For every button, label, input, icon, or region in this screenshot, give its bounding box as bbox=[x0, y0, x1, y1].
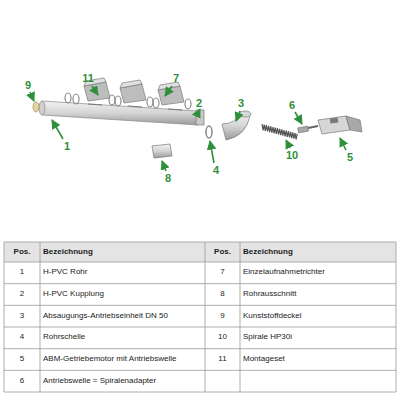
callout-number: 8 bbox=[165, 173, 171, 184]
cell-text: Pos. bbox=[14, 248, 31, 257]
table-cell: Spirale HP30i bbox=[240, 327, 396, 349]
cell-text: Antriebswelle = Spiralenadapter bbox=[43, 377, 156, 386]
table-cell: 4 bbox=[4, 327, 40, 349]
cell-text: Montageset bbox=[243, 355, 285, 364]
pipe-clamp bbox=[206, 126, 212, 138]
cell-text: 11 bbox=[218, 355, 226, 364]
cell-text: 3 bbox=[20, 312, 24, 321]
table-cell: 1 bbox=[4, 262, 40, 284]
coupling bbox=[196, 110, 204, 125]
table-header: Bezeichnung bbox=[40, 242, 205, 262]
drive-shaft bbox=[298, 126, 318, 133]
cell-text: 6 bbox=[20, 377, 24, 386]
cell-text: 4 bbox=[20, 333, 24, 342]
callout-number: 4 bbox=[213, 165, 219, 176]
callout-number: 7 bbox=[173, 73, 179, 84]
callout-number: 11 bbox=[82, 73, 94, 84]
cell-text: 9 bbox=[220, 312, 224, 321]
table-cell: H-PVC Rohr bbox=[40, 262, 205, 284]
table-cell: 5 bbox=[4, 349, 40, 371]
callout-number: 9 bbox=[25, 80, 31, 91]
gear-motor bbox=[318, 116, 362, 134]
table-cell: Antriebswelle = Spiralenadapter bbox=[40, 370, 205, 392]
cell-text: Bezeichnung bbox=[243, 248, 293, 257]
table-header: Pos. bbox=[4, 242, 40, 262]
pipe bbox=[39, 101, 198, 125]
table-cell: 2 bbox=[4, 284, 40, 306]
cell-text: Rohrschelle bbox=[43, 333, 85, 342]
table-cell: 6 bbox=[4, 370, 40, 392]
table-cell: Kunststoffdeckel bbox=[240, 305, 396, 327]
callout-number: 3 bbox=[238, 98, 244, 109]
cell-text: Kunststoffdeckel bbox=[243, 312, 302, 321]
table-cell: H-PVC Kupplung bbox=[40, 284, 205, 306]
table-cell: Rohrausschnitt bbox=[240, 284, 396, 306]
funnels bbox=[84, 78, 184, 105]
cell-text: Pos. bbox=[214, 248, 231, 257]
cell-text: 1 bbox=[20, 268, 24, 277]
cell-text: H-PVC Kupplung bbox=[43, 290, 104, 299]
table-cell: 9 bbox=[205, 305, 240, 327]
table-cell: 7 bbox=[205, 262, 240, 284]
parts-table bbox=[4, 242, 396, 392]
leader-arrows bbox=[30, 86, 346, 171]
cell-text: H-PVC Rohr bbox=[43, 268, 87, 277]
cell-text: Spirale HP30i bbox=[243, 333, 292, 342]
table-cell: 3 bbox=[4, 305, 40, 327]
callout-number: 6 bbox=[289, 100, 295, 111]
cell-text: Einzelaufnahmetrichter bbox=[243, 268, 325, 277]
table-cell: 11 bbox=[205, 349, 240, 371]
spiral bbox=[262, 124, 297, 139]
table-cell: 8 bbox=[205, 284, 240, 306]
table-cell: Absaugungs-Antriebseinheit DN 50 bbox=[40, 305, 205, 327]
table-cell: ABM-Getriebemotor mit Antriebswelle bbox=[40, 349, 205, 371]
table-cell: Rohrschelle bbox=[40, 327, 205, 349]
table-cell: 10 bbox=[205, 327, 240, 349]
cell-text: 7 bbox=[220, 268, 224, 277]
callout-number: 5 bbox=[347, 152, 353, 163]
table-header: Bezeichnung bbox=[240, 242, 396, 262]
pipe-cutout bbox=[152, 144, 172, 158]
callout-number: 10 bbox=[286, 150, 298, 161]
table-cell: Montageset bbox=[240, 349, 396, 371]
cell-text: Bezeichnung bbox=[43, 248, 93, 257]
cell-text: ABM-Getriebemotor mit Antriebswelle bbox=[43, 355, 176, 364]
cell-text: 8 bbox=[220, 290, 224, 299]
callout-number: 1 bbox=[64, 141, 70, 152]
plastic-cap bbox=[33, 102, 39, 112]
cell-text: 2 bbox=[20, 290, 24, 299]
callout-number: 2 bbox=[196, 98, 202, 109]
cell-text: Absaugungs-Antriebseinheit DN 50 bbox=[43, 312, 168, 321]
table-cell: Einzelaufnahmetrichter bbox=[240, 262, 396, 284]
cell-text: 10 bbox=[218, 333, 227, 342]
table-header: Pos. bbox=[205, 242, 240, 262]
drive-unit-elbow bbox=[222, 111, 251, 140]
cell-text: 5 bbox=[20, 355, 24, 364]
cell-text: Rohrausschnitt bbox=[243, 290, 296, 299]
mounting-rings bbox=[65, 93, 191, 109]
